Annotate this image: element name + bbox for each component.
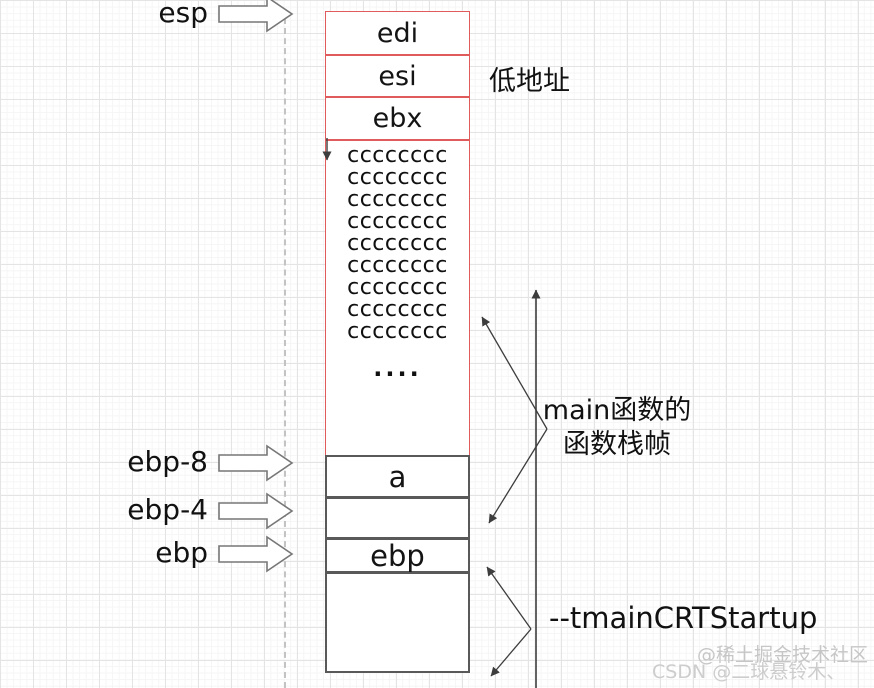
esp-label: esp <box>158 0 208 29</box>
fill-row: cccccccc <box>347 297 448 322</box>
stack-cell-ebp-text: ebp <box>370 538 425 573</box>
tmaincrtstartup-label: --tmainCRTStartup <box>549 601 818 635</box>
stack-cell-bottom-empty <box>325 572 470 673</box>
ebp-8-label: ebp-8 <box>127 445 208 478</box>
ebp-label: ebp <box>155 536 208 569</box>
ebp-block-arrow-icon <box>218 535 294 573</box>
main-frame-label: main函数的 函数栈帧 <box>541 394 693 462</box>
watermark-line2: CSDN @二球悬铃木、 <box>652 661 846 683</box>
fill-row: cccccccc <box>347 275 448 300</box>
stack-cell-esi: esi <box>325 55 470 97</box>
stack-cell-edi: edi <box>325 11 470 55</box>
stack-cell-ebx-text: ebx <box>372 103 423 134</box>
fill-row: cccccccc <box>347 143 448 168</box>
fill-row: cccccccc <box>347 253 448 278</box>
fill-row: cccccccc <box>347 187 448 212</box>
low-address-label: 低地址 <box>489 66 570 97</box>
fill-row: cccccccc <box>347 319 448 344</box>
esp-block-arrow-icon <box>218 0 294 33</box>
stack-cell-a-text: a <box>388 459 407 494</box>
ellipsis-text: .... <box>373 354 422 382</box>
fill-row: cccccccc <box>347 209 448 234</box>
ebp-4-label: ebp-4 <box>127 493 208 526</box>
fill-row: cccccccc <box>347 165 448 190</box>
dashed-guide-line <box>284 18 286 688</box>
fill-row: cccccccc <box>347 231 448 256</box>
main-frame-bracket-arrows <box>481 316 548 524</box>
watermark-line1: @稀土掘金技术社区 <box>697 644 869 666</box>
main-frame-label-line2: 函数栈帧 <box>563 429 671 460</box>
main-frame-label-line1: main函数的 <box>542 395 692 426</box>
stack-cell-ebp: ebp <box>325 538 470 573</box>
stack-cell-empty <box>325 497 470 539</box>
stack-cell-a: a <box>325 455 470 498</box>
startup-bracket-arrows <box>486 566 532 677</box>
stack-cell-edi-text: edi <box>376 17 419 49</box>
stack-cell-esi-text: esi <box>378 60 417 92</box>
ebp-8-block-arrow-icon <box>218 444 294 482</box>
ebp-4-block-arrow-icon <box>218 492 294 530</box>
stack-cell-ebx: ebx <box>325 97 470 140</box>
